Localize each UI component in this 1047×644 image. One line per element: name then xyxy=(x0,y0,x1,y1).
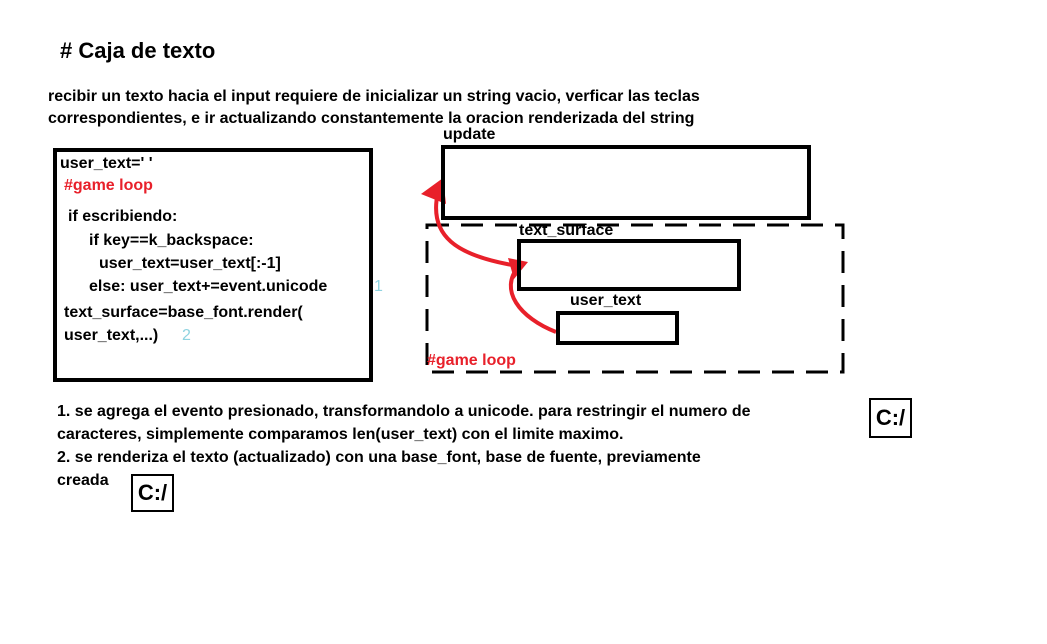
code-line-6: else: user_text+=event.unicode xyxy=(89,278,328,295)
code-line-7: text_surface=base_font.render( xyxy=(64,304,303,321)
text-surface-box xyxy=(517,239,741,291)
page-title: # Caja de texto xyxy=(60,38,216,63)
c-drive-icon-2[interactable]: C:/ xyxy=(131,474,174,512)
code-marker-1: 1 xyxy=(374,278,383,295)
user-text-box xyxy=(556,311,679,345)
note-1-line-1: 1. se agrega el evento presionado, trans… xyxy=(57,403,751,420)
arrowhead-update xyxy=(421,178,446,204)
code-line-1: user_text=' ' xyxy=(60,155,153,172)
intro-line-2: correspondientes, e ir actualizando cons… xyxy=(48,110,695,127)
code-marker-2: 2 xyxy=(182,327,191,344)
intro-line-1: recibir un texto hacia el input requiere… xyxy=(48,88,700,105)
note-2-line-1: 2. se renderiza el texto (actualizado) c… xyxy=(57,449,701,466)
code-line-8: user_text,...) xyxy=(64,327,159,344)
code-line-2: #game loop xyxy=(64,177,153,194)
user-text-label: user_text xyxy=(570,292,642,309)
c-drive-icon[interactable]: C:/ xyxy=(869,398,912,438)
text-surface-label: text_surface xyxy=(519,222,614,239)
game-loop-label: #game loop xyxy=(427,352,516,369)
note-2-line-2: creada xyxy=(57,472,109,489)
code-line-5: user_text=user_text[:-1] xyxy=(99,255,281,272)
arrow-surface-to-update xyxy=(434,191,519,268)
code-box xyxy=(53,148,373,382)
update-label: update xyxy=(443,126,496,143)
update-box xyxy=(441,145,811,220)
game-loop-frame xyxy=(425,223,845,374)
note-1-line-2: caracteres, simplemente comparamos len(u… xyxy=(57,426,624,443)
code-line-4: if key==k_backspace: xyxy=(89,232,254,249)
code-line-3: if escribiendo: xyxy=(68,208,178,225)
